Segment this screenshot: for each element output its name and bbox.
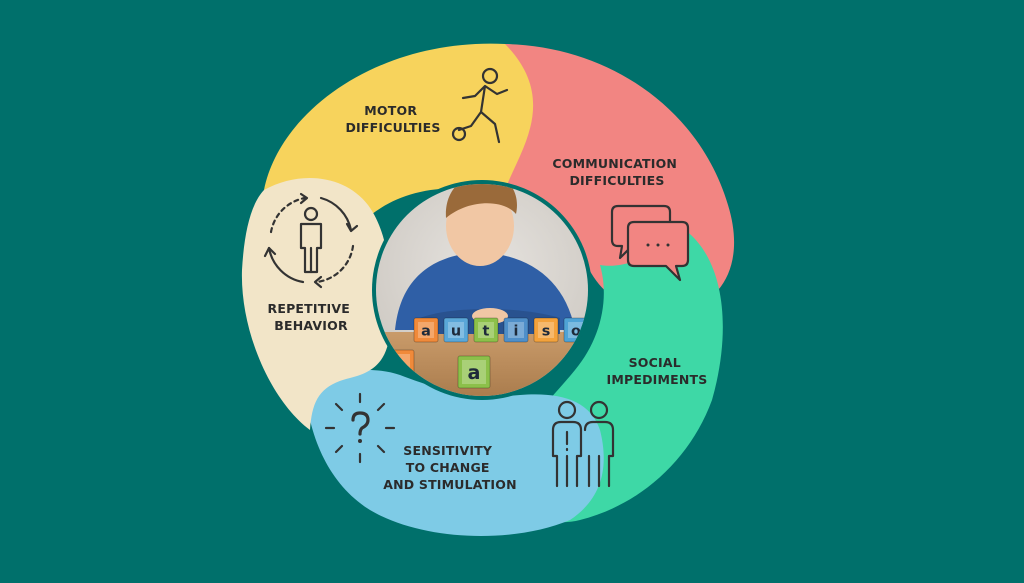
speech-bubbles-icon bbox=[610, 204, 690, 282]
segment-repetitive bbox=[241, 178, 391, 430]
soccer-player-icon bbox=[451, 67, 509, 144]
letter-block-i: i bbox=[503, 317, 529, 343]
svg-text:a: a bbox=[468, 361, 481, 384]
svg-text:i: i bbox=[514, 323, 519, 339]
letter-block-t: t bbox=[473, 317, 499, 343]
letter-block-a: a bbox=[413, 317, 439, 343]
letter-block-u: u bbox=[443, 317, 469, 343]
label-sensitivity: SENSITIVITY TO CHANGE AND STIMULATION bbox=[383, 443, 517, 492]
person-cycle-icon bbox=[263, 192, 359, 289]
child-figure bbox=[395, 184, 575, 334]
letter-block-s: s bbox=[533, 317, 559, 343]
letter-block-loose-a: a bbox=[457, 355, 491, 389]
question-burst-icon bbox=[324, 392, 396, 464]
segment-labels: MOTOR DIFFICULTIES COMMUNICATION DIFFICU… bbox=[268, 103, 708, 492]
label-repetitive: REPETITIVE BEHAVIOR bbox=[268, 301, 355, 333]
svg-text:t: t bbox=[483, 323, 490, 339]
svg-text:a: a bbox=[421, 323, 431, 339]
two-people-icon bbox=[551, 400, 615, 488]
svg-text:s: s bbox=[542, 323, 551, 339]
svg-text:o: o bbox=[571, 323, 581, 339]
segment-sensitivity bbox=[305, 370, 604, 537]
label-motor: MOTOR DIFFICULTIES bbox=[345, 103, 440, 135]
svg-text:u: u bbox=[451, 323, 461, 339]
label-communication: COMMUNICATION DIFFICULTIES bbox=[552, 156, 681, 188]
label-social: SOCIAL IMPEDIMENTS bbox=[607, 355, 708, 387]
